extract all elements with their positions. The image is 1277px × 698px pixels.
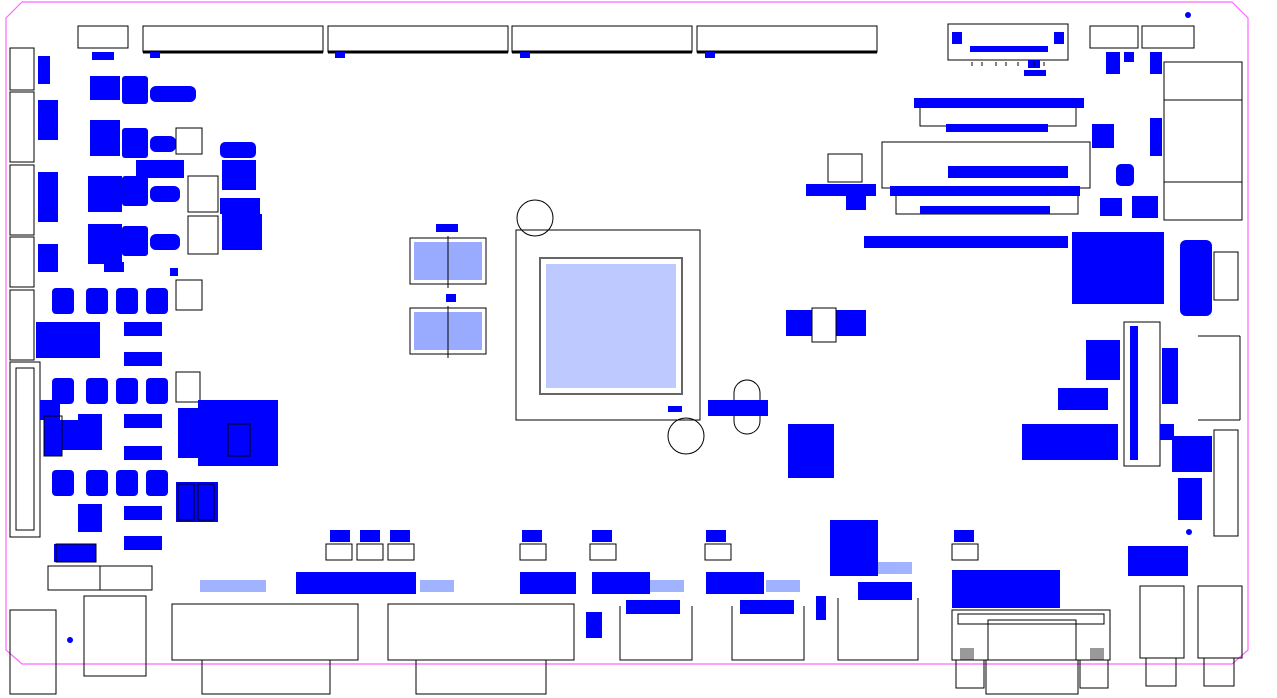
- mid-components: [786, 184, 876, 478]
- left-column-pads: [36, 56, 100, 456]
- power-regulators: [88, 76, 262, 403]
- top-header-pads: [92, 12, 1191, 76]
- right-edge-connector: [1022, 321, 1241, 537]
- power-fet-outlines: [43, 415, 251, 563]
- top-header-connectors: [77, 23, 1195, 61]
- right-upper-region: [1072, 61, 1243, 316]
- bottom-ports: [9, 565, 1243, 695]
- mounting-hole-marker: [67, 637, 73, 643]
- crystal: [708, 379, 768, 435]
- power-fets: [52, 288, 278, 562]
- display-connectors: [864, 98, 1091, 248]
- vga-connector: [951, 609, 1111, 695]
- mid-component-outlines: [811, 153, 863, 343]
- left-edge-connectors: [9, 47, 41, 538]
- board-outline: [5, 1, 1249, 665]
- sensor-interface-blocks: [200, 520, 1188, 638]
- silkscreen-lines: [971, 62, 1045, 66]
- soc-bga: [515, 199, 705, 455]
- ddr-memory: [409, 224, 487, 358]
